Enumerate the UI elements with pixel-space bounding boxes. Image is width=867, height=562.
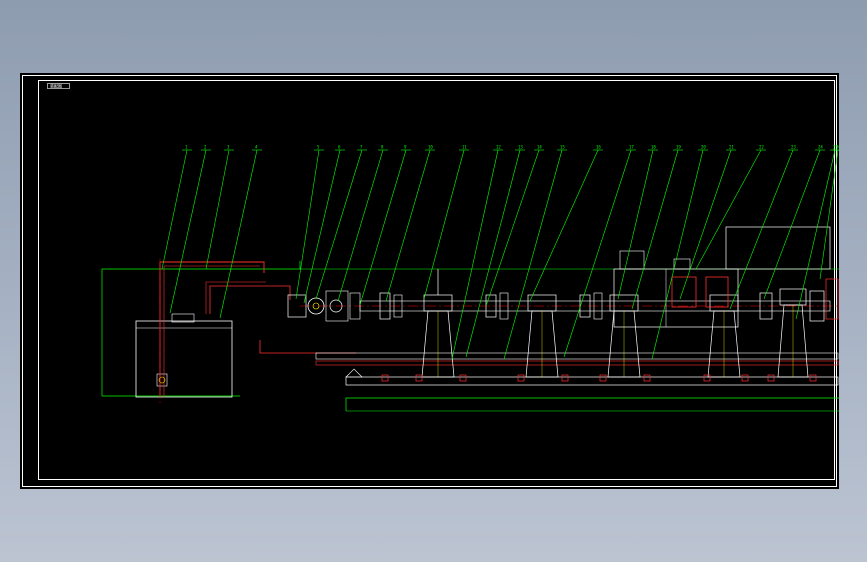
leader-line-8	[337, 149, 384, 302]
leader-line-20	[651, 149, 704, 360]
flange-1	[379, 292, 391, 320]
leader-line-7	[315, 149, 363, 300]
base-end-wedge	[345, 368, 363, 378]
pedestal-1	[421, 269, 455, 378]
pipe-supply-inner	[163, 265, 260, 397]
leader-line-3	[205, 149, 230, 270]
balloon-label-3: 3	[227, 145, 230, 150]
pump-symbol	[158, 376, 166, 384]
leader-line-6	[303, 149, 341, 304]
envelope-bottom-right	[345, 397, 839, 411]
leader-line-17	[563, 149, 632, 358]
balloon-label-20: 20	[701, 145, 706, 150]
balloon-label-6: 6	[338, 145, 341, 150]
pump-block	[156, 373, 168, 387]
balloon-label-26: 26	[836, 145, 839, 150]
leader-line-23	[729, 149, 794, 310]
pedestal-4	[707, 294, 741, 378]
pipe-return-inner	[205, 281, 266, 314]
leader-line-14	[485, 149, 540, 307]
main-shaft	[359, 300, 831, 312]
balloon-label-11: 11	[462, 145, 467, 150]
foot-bolts	[381, 374, 817, 382]
balloon-label-9: 9	[404, 145, 407, 150]
gearbox-housing	[325, 290, 349, 322]
leader-line-15	[503, 149, 563, 360]
balloon-label-7: 7	[360, 145, 363, 150]
balloon-label-17: 17	[629, 145, 634, 150]
balloon-label-10: 10	[428, 145, 433, 150]
leader-line-25	[795, 149, 836, 320]
flange-5	[579, 294, 591, 318]
drive-gear	[329, 299, 343, 313]
flange-4	[499, 292, 509, 320]
title-tag-text: 装配图	[50, 83, 62, 89]
leader-line-12	[451, 149, 499, 360]
gear-pair-2	[705, 276, 729, 308]
leader-line-26	[819, 149, 839, 280]
test-head-cover	[725, 226, 831, 270]
leader-line-2	[169, 149, 207, 314]
leader-line-9	[359, 149, 407, 306]
balloon-label-4: 4	[255, 145, 258, 150]
envelope-left	[101, 261, 301, 396]
flange-6	[593, 292, 603, 320]
leader-line-16	[529, 149, 599, 302]
test-head-end	[825, 278, 839, 320]
balloon-label-21: 21	[729, 145, 734, 150]
pedestal-2	[525, 294, 559, 378]
base-foundation	[345, 376, 839, 386]
balloon-label-24: 24	[818, 145, 823, 150]
drive-coupling	[287, 294, 307, 318]
balloon-label-23: 23	[791, 145, 796, 150]
gear-pair-1	[671, 276, 697, 308]
balloon-label-13: 13	[518, 145, 523, 150]
leader-line-4	[219, 149, 258, 319]
drive-pulley-hub	[312, 302, 320, 310]
tank-cap	[171, 313, 195, 323]
balloon-label-14: 14	[537, 145, 542, 150]
leader-line-11	[423, 149, 465, 300]
leader-line-19	[631, 149, 679, 310]
leader-line-5	[295, 149, 320, 300]
leader-line-21	[679, 149, 732, 300]
flange-2	[393, 294, 403, 318]
balloon-label-1: 1	[185, 145, 188, 150]
leader-line-1	[161, 149, 188, 270]
inner-frame	[38, 80, 835, 480]
balloon-label-8: 8	[381, 145, 384, 150]
balloon-label-15: 15	[560, 145, 565, 150]
balloon-label-12: 12	[496, 145, 501, 150]
end-flange	[809, 290, 825, 322]
balloon-label-18: 18	[651, 145, 656, 150]
housing-motor	[619, 250, 645, 270]
leader-line-13	[465, 149, 521, 358]
title-tag-box	[47, 83, 70, 89]
base-rail-mid	[315, 360, 839, 366]
leader-line-24	[763, 149, 821, 300]
leader-line-18	[617, 149, 654, 300]
outer-frame	[22, 75, 837, 487]
pedestal-5	[777, 288, 809, 378]
leader-line-22	[695, 149, 762, 270]
assembly-drawing: 装配图	[22, 75, 839, 487]
pedestal-3	[607, 294, 641, 378]
balloon-label-2: 2	[204, 145, 207, 150]
base-rail-top	[315, 352, 839, 360]
housing-top-box	[673, 258, 691, 270]
balloon-label-22: 22	[759, 145, 764, 150]
pipe-return	[209, 285, 291, 314]
balloon-label-5: 5	[317, 145, 320, 150]
oil-tank	[135, 320, 233, 398]
balloon-label-25: 25	[833, 145, 838, 150]
pipe-drain	[259, 340, 356, 354]
balloon-label-19: 19	[676, 145, 681, 150]
leader-line-10	[385, 149, 431, 302]
cad-viewport[interactable]: 装配图	[20, 73, 839, 489]
balloon-label-16: 16	[596, 145, 601, 150]
loading-housing	[613, 268, 739, 328]
